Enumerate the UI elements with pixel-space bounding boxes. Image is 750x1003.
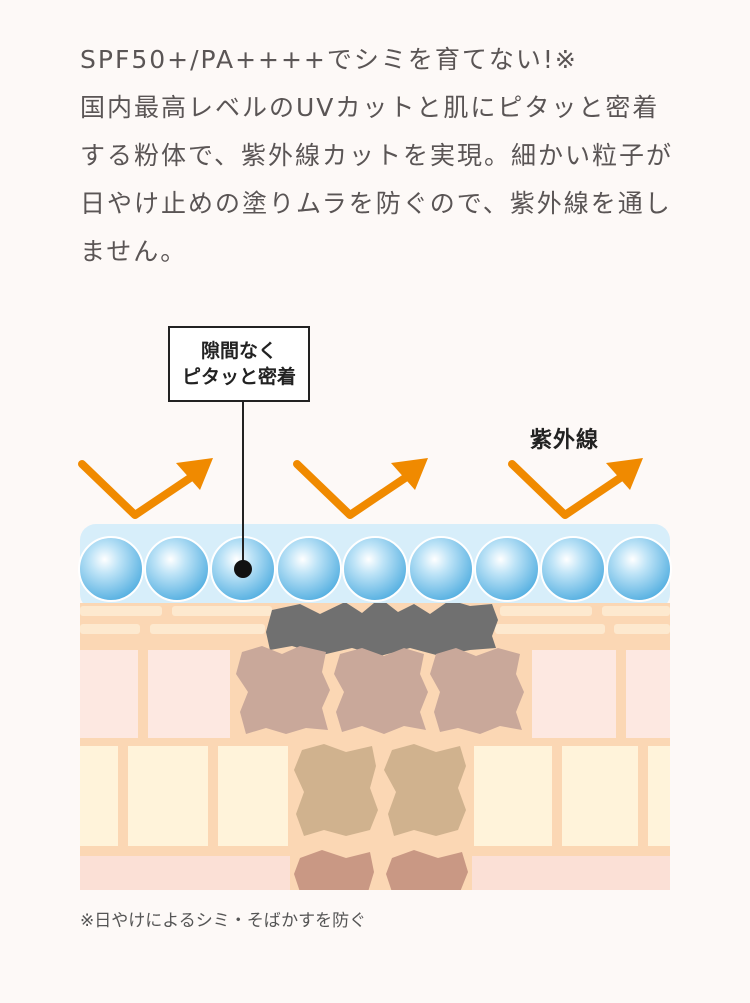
uv-label: 紫外線 xyxy=(530,428,600,453)
uv-particles xyxy=(78,536,672,602)
uv-arrow-3-icon xyxy=(508,458,643,519)
intro-line-1: SPF50+/PA++++でシミを育てない!※ xyxy=(80,45,578,74)
callout-line-1: 隙間なく xyxy=(200,340,277,362)
skin-layers xyxy=(80,603,670,890)
melanin-cells-bottom xyxy=(294,850,468,890)
skin-diagram xyxy=(78,402,672,890)
intro-line-5: ません。 xyxy=(80,237,188,266)
callout-box: 隙間なく ピタッと密着 xyxy=(168,326,310,402)
callout-line-2: ピタッと密着 xyxy=(181,366,296,388)
dark-spot xyxy=(266,603,498,656)
uv-arrows xyxy=(78,458,643,519)
melanin-cells-upper xyxy=(236,646,524,734)
melanin-cells-lower xyxy=(294,744,466,836)
intro-line-3: する粉体で、紫外線カットを実現。細かい粒子が xyxy=(80,141,674,170)
intro-line-4: 日やけ止めの塗りムラを防ぐので、紫外線を通し xyxy=(80,189,672,218)
intro-line-2: 国内最高レベルのUVカットと肌にピタッと密着 xyxy=(80,93,660,122)
footnote: ※日やけによるシミ・そばかすを防ぐ xyxy=(80,911,367,931)
uv-arrow-1-icon xyxy=(78,458,213,519)
callout-dot xyxy=(234,560,252,578)
uv-arrow-2-icon xyxy=(293,458,428,519)
intro-text: SPF50+/PA++++でシミを育てない!※ 国内最高レベルのUVカットと肌に… xyxy=(80,36,700,276)
